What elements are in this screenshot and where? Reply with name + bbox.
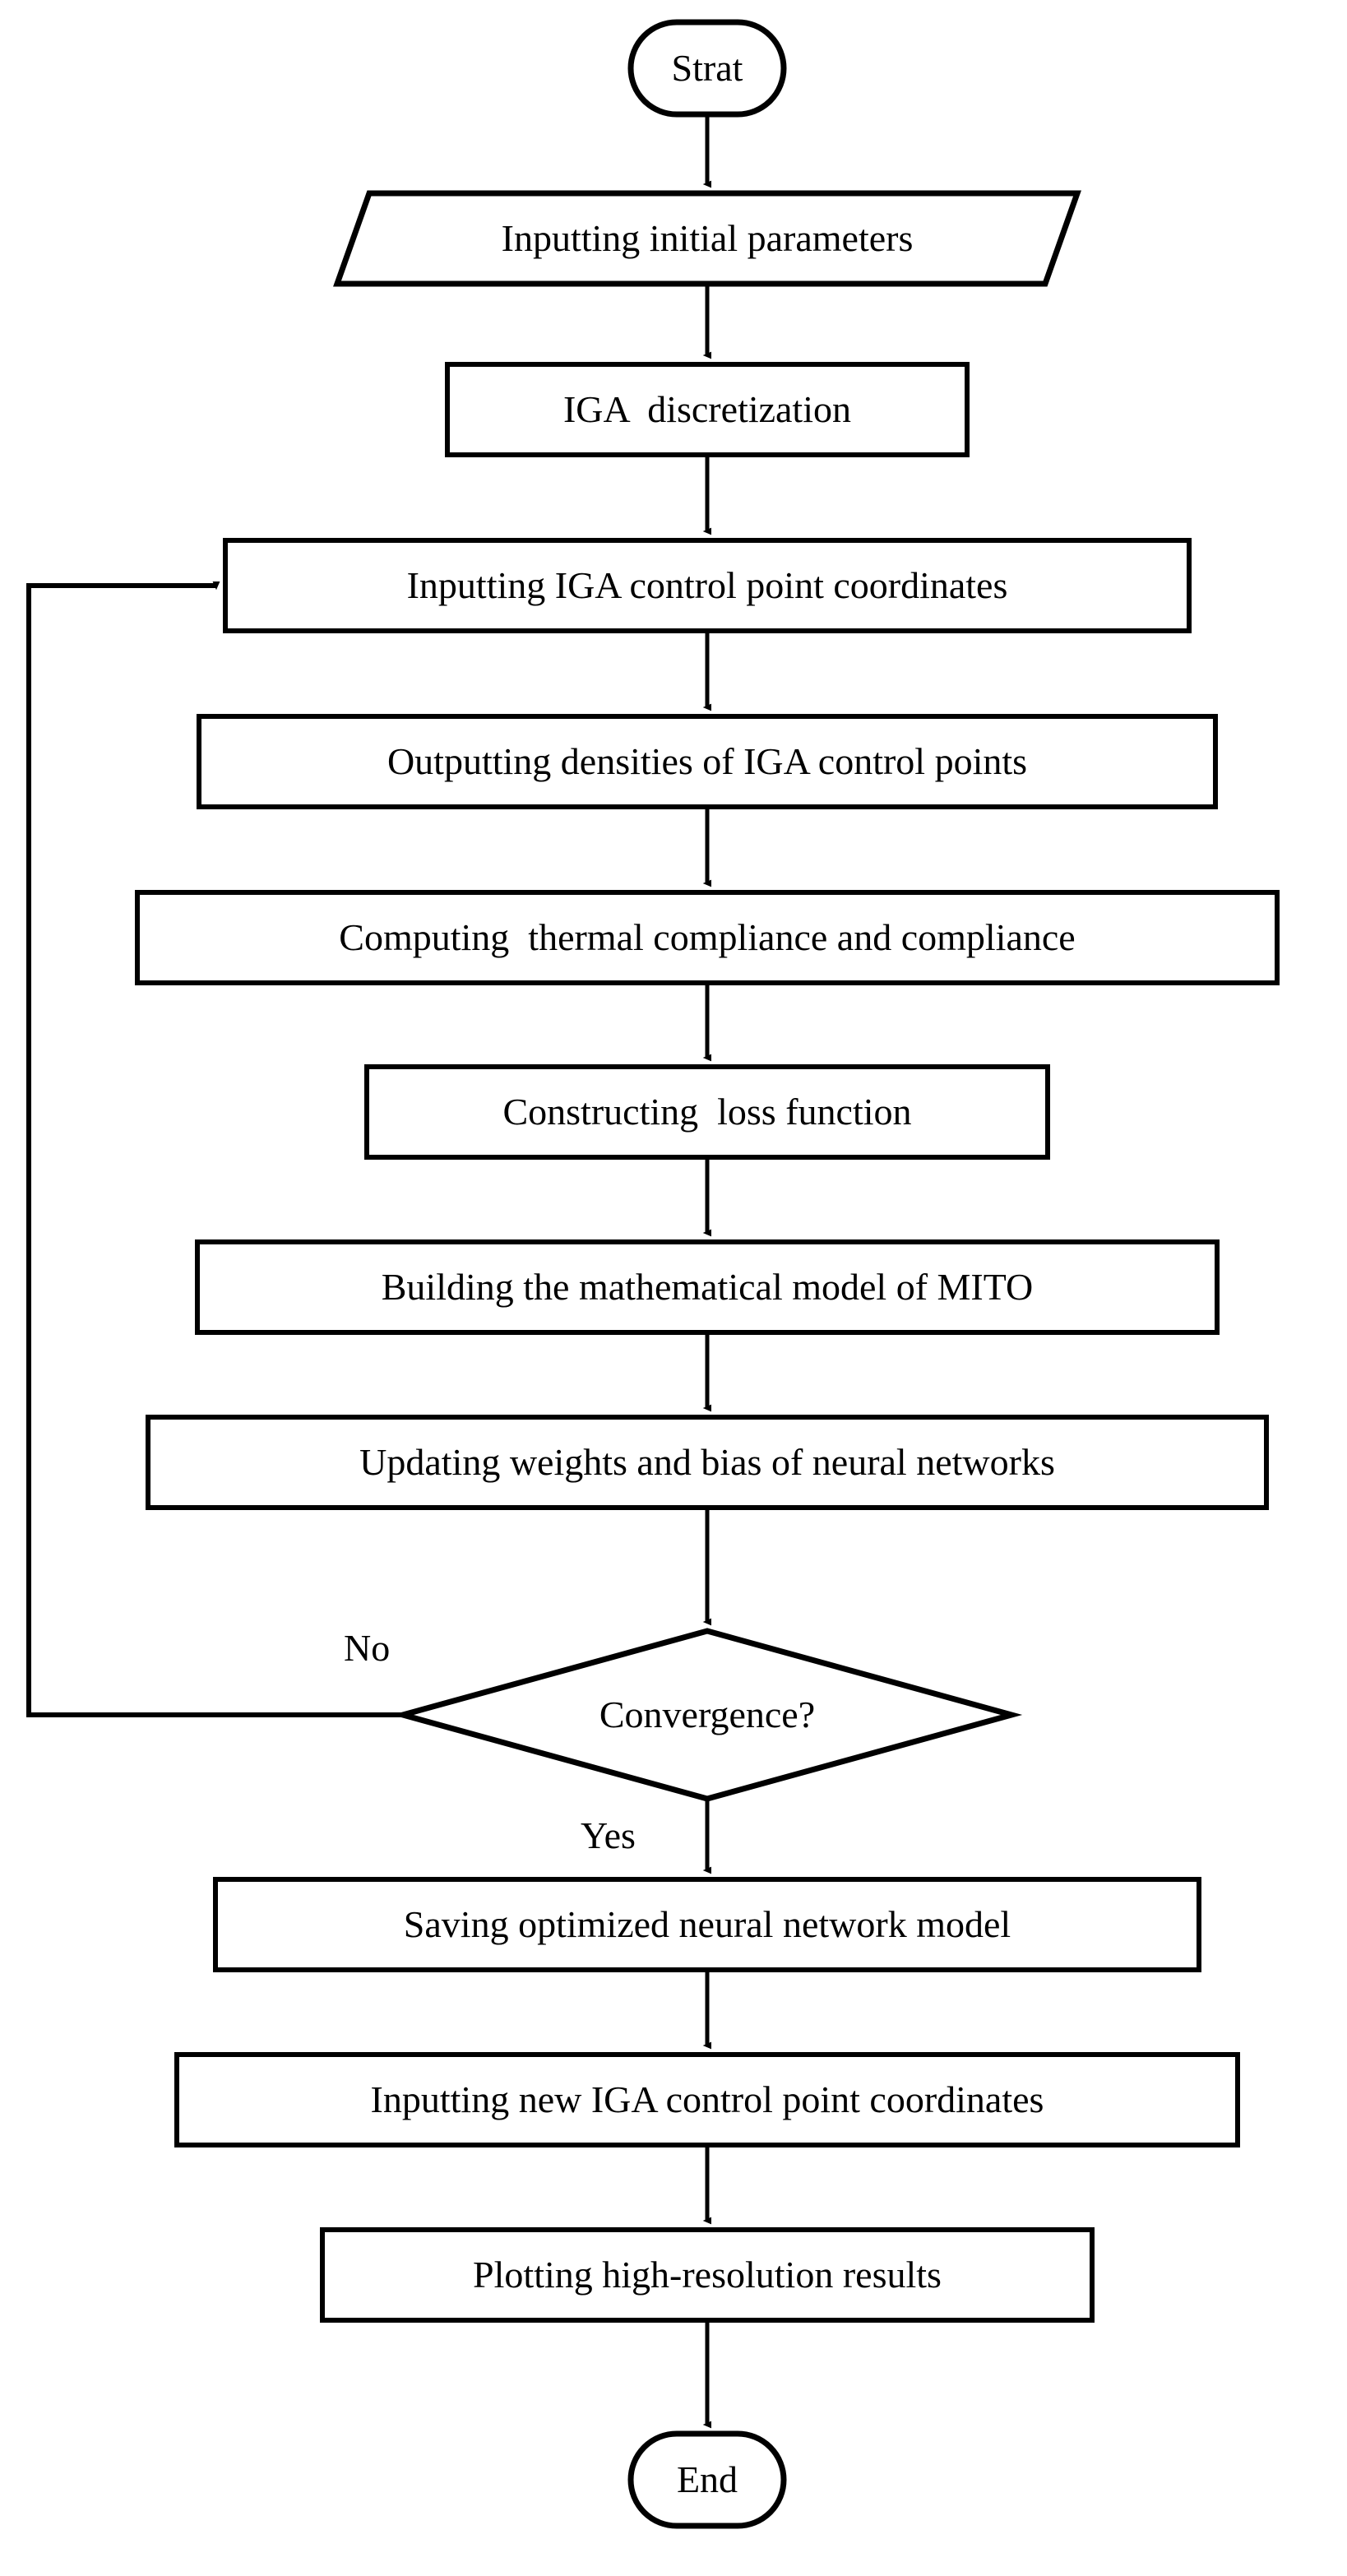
node-shape-start [627, 19, 787, 118]
node-shape-building-mito-model [195, 1239, 1220, 1335]
node-shape-convergence-decision [391, 1628, 1023, 1802]
node-shape-plotting-results [320, 2227, 1095, 2323]
node-shape-input-iga-control-point-coordinates [223, 538, 1192, 633]
node-shape-end [627, 2430, 787, 2529]
node-shape-output-densities [197, 714, 1218, 809]
node-shape-constructing-loss-function [364, 1064, 1050, 1160]
edge-no-feedback-loop [26, 581, 403, 1717]
node-shape-updating-weights [146, 1415, 1269, 1510]
node-shape-input-new-coordinates [174, 2052, 1240, 2147]
node-shape-input-initial-parameters [333, 190, 1081, 287]
node-shape-computing-compliance [135, 890, 1280, 985]
node-shape-iga-discretization [445, 362, 970, 457]
node-shape-saving-model [213, 1877, 1201, 1972]
